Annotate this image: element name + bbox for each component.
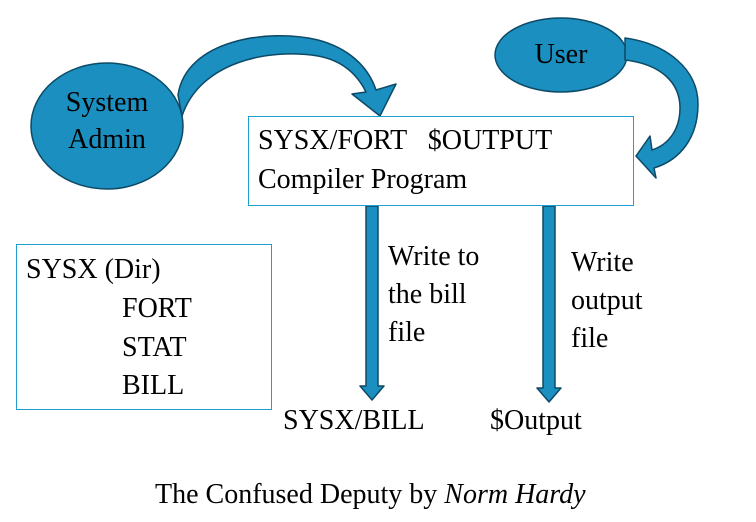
caption-text: The Confused Deputy by: [155, 479, 445, 510]
compiler-box-line1: SYSX/FORT $OUTPUT: [258, 125, 553, 156]
admin-to-compiler-arrow: [177, 35, 397, 117]
directory-item: STAT: [122, 332, 187, 363]
user-to-compiler-arrow: [624, 37, 699, 179]
bill-edge-label-line: file: [388, 317, 426, 348]
output-edge-label-line: output: [571, 285, 643, 316]
system-admin-label-line1: System: [65, 87, 149, 118]
caption: The Confused Deputy by Norm Hardy: [155, 478, 586, 512]
directory-item: FORT: [122, 293, 192, 324]
user-label: User: [534, 39, 588, 70]
compiler-box-line2: Compiler Program: [258, 164, 468, 195]
directory-box: [16, 244, 272, 410]
output-edge-label-line: Write: [571, 247, 634, 278]
system-admin-label-line2: Admin: [68, 124, 146, 155]
output-target-label: $Output: [490, 405, 582, 436]
system-admin-node: [30, 62, 184, 190]
bill-edge-label-line: the bill: [388, 279, 467, 310]
system-admin-label: System Admin: [39, 84, 175, 158]
write-output-arrow: [536, 205, 562, 403]
directory-item: BILL: [122, 370, 185, 401]
bill-edge-label-line: Write to: [388, 241, 480, 272]
caption-author: Norm Hardy: [444, 479, 586, 510]
write-bill-arrow: [359, 205, 385, 401]
directory-title: SYSX (Dir): [26, 254, 161, 285]
output-edge-label-line: file: [571, 323, 609, 354]
compiler-program-box: [248, 116, 634, 206]
bill-target-label: SYSX/BILL: [283, 405, 425, 436]
